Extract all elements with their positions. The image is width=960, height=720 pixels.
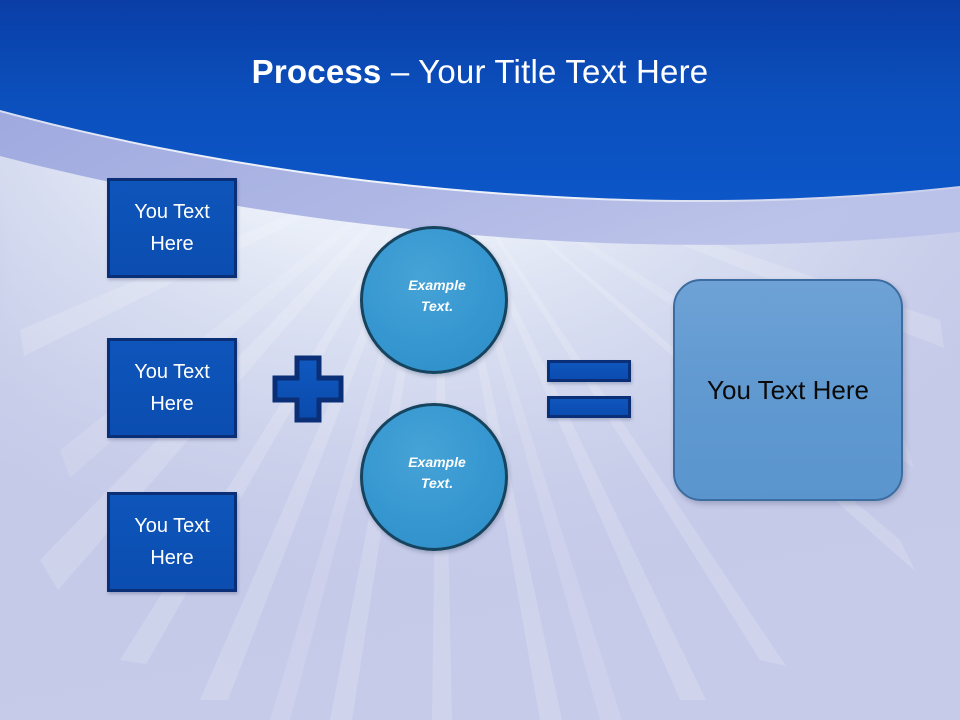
input-box-3-label: You Text Here [134,515,210,569]
page-title-rest: – Your Title Text Here [381,53,709,90]
result-box[interactable]: You Text Here [673,279,903,501]
input-box-2[interactable]: You Text Here [107,338,237,438]
equals-bar-bottom [547,396,631,418]
example-circle-1-line1: Example [408,277,466,293]
equals-bar-top [547,360,631,382]
example-circle-2-text: Example Text. [363,452,511,494]
input-box-1[interactable]: You Text Here [107,178,237,278]
example-circle-2-line1: Example [408,454,466,470]
page-title: Process – Your Title Text Here [0,52,960,92]
example-circle-2[interactable]: Example Text. [360,403,508,551]
page-title-emphasis: Process [251,53,382,90]
example-circle-1[interactable]: Example Text. [360,226,508,374]
result-box-label: You Text Here [707,374,869,405]
input-box-2-label: You Text Here [134,361,210,415]
example-circle-1-line2: Text. [420,298,454,314]
example-circle-2-line2: Text. [420,475,454,491]
equals-sign-icon [547,360,635,418]
plus-sign-icon [272,355,344,423]
input-box-1-label: You Text Here [134,201,210,255]
example-circle-1-text: Example Text. [363,275,511,317]
input-box-3[interactable]: You Text Here [107,492,237,592]
